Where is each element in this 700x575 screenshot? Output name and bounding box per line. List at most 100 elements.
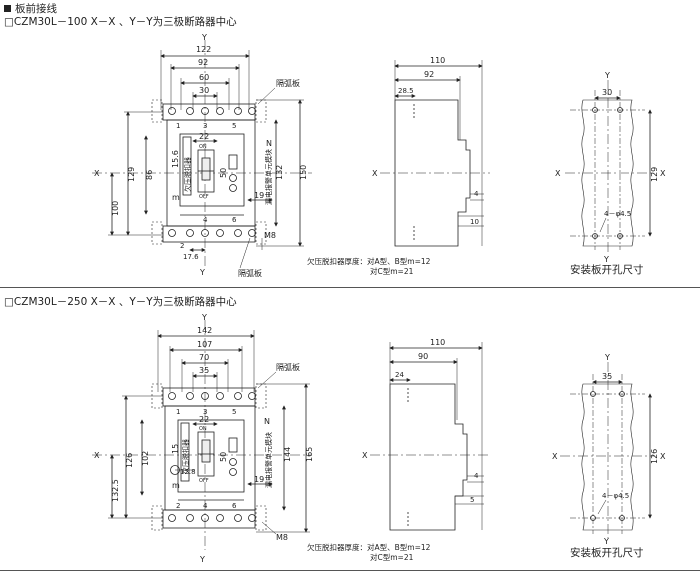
model1-group bbox=[92, 40, 655, 269]
side-dim-110-2: 110 bbox=[430, 338, 445, 347]
dim-15-6: 15.6 bbox=[171, 150, 180, 168]
mount-hole-label: 4－φ4.5 bbox=[604, 210, 631, 218]
model2-group bbox=[92, 320, 655, 550]
side-dim-4: 4 bbox=[474, 190, 479, 198]
axis-y-bottom-2: Y bbox=[199, 555, 205, 564]
model1-labels: Y 122 92 60 30 隔弧板 1 3 5 22 ON OFF N m X… bbox=[94, 33, 666, 278]
undervoltage-note-line1: 欠压脱扣器厚度：对A型、B型m=12 bbox=[307, 256, 431, 266]
side-dim-10: 10 bbox=[470, 218, 479, 226]
off-label: OFF bbox=[199, 194, 209, 200]
dim-17-6: 17.6 bbox=[183, 253, 199, 261]
dim-150: 150 bbox=[299, 165, 308, 180]
dim-132: 132 bbox=[275, 165, 284, 180]
dim-100: 100 bbox=[111, 201, 120, 216]
undervoltage-label-2: 欠压脱扣器 bbox=[181, 439, 190, 474]
on-label: ON bbox=[199, 144, 207, 150]
side-dim-92: 92 bbox=[424, 70, 434, 79]
bullet-square-icon bbox=[4, 5, 11, 12]
dim-126: 126 bbox=[125, 453, 134, 468]
m-label-2: m bbox=[172, 481, 180, 490]
dim-19-2: 19 bbox=[254, 475, 264, 484]
dim-102: 102 bbox=[141, 451, 150, 466]
dim-132-5: 132.5 bbox=[111, 479, 120, 502]
terminal-5-2: 5 bbox=[232, 408, 236, 416]
dim-30: 30 bbox=[199, 86, 209, 95]
side-dim-24: 24 bbox=[395, 371, 404, 379]
model2-top-terminals bbox=[168, 392, 256, 400]
model2-labels: Y 142 107 70 35 隔弧板 1 3 5 22 ON OFF N m … bbox=[94, 313, 666, 564]
terminal-4: 4 bbox=[203, 216, 208, 224]
section-title-text: 板前接线 bbox=[15, 3, 57, 15]
model1-side-view bbox=[380, 60, 490, 247]
dim-129: 129 bbox=[127, 167, 136, 182]
dim-122: 122 bbox=[196, 45, 211, 54]
mount-dim-30: 30 bbox=[602, 88, 612, 97]
arc-board-label-bottom: 隔弧板 bbox=[238, 268, 262, 278]
model1-front-view bbox=[92, 40, 312, 269]
section-divider bbox=[0, 287, 700, 288]
side-dim-28-5: 28.5 bbox=[398, 87, 414, 95]
m-label: m bbox=[172, 193, 180, 202]
mount-axis-y-bottom-2: Y bbox=[603, 537, 609, 546]
model1-caption: □CZM30L－100 X－X 、Y－Y为三极断路器中心 bbox=[4, 16, 237, 28]
dim-19: 19 bbox=[254, 191, 264, 200]
dim-144: 144 bbox=[283, 447, 292, 462]
arc-board-label-top-2: 隔弧板 bbox=[276, 362, 300, 372]
m8-label-2: M8 bbox=[276, 533, 288, 542]
m8-label: M8 bbox=[264, 231, 276, 240]
side-dim-4-2: 4 bbox=[474, 472, 479, 480]
axis-x-left-2: X bbox=[94, 451, 100, 460]
model2-side-view bbox=[370, 342, 490, 531]
mount-axis-x-right: X bbox=[660, 169, 666, 178]
undervoltage-note-line2: 对C型m=21 bbox=[370, 266, 414, 276]
model2-front-view bbox=[92, 320, 312, 550]
arc-board-label-top: 隔弧板 bbox=[276, 78, 300, 88]
bottom-rule bbox=[0, 570, 700, 571]
mount-dim-129: 129 bbox=[650, 167, 659, 182]
mount-caption-2: 安装板开孔尺寸 bbox=[570, 546, 644, 559]
dim-12-8: 12.8 bbox=[180, 468, 196, 476]
terminal-3: 3 bbox=[203, 122, 207, 130]
terminal-3-2: 3 bbox=[203, 408, 207, 416]
dim-15: 15 bbox=[171, 444, 180, 454]
undervoltage-note-line2-2: 对C型m=21 bbox=[370, 552, 414, 562]
mount-hole-label-2: 4－φ4.5 bbox=[602, 492, 629, 500]
terminal-1: 1 bbox=[176, 122, 180, 130]
mount-axis-y-top: Y bbox=[604, 71, 610, 80]
off-label-2: OFF bbox=[199, 478, 209, 484]
dim-86: 86 bbox=[145, 170, 154, 180]
terminal-6: 6 bbox=[232, 216, 237, 224]
model1-top-terminals bbox=[168, 107, 256, 115]
dim-22-2: 22 bbox=[199, 415, 209, 424]
n-label: N bbox=[266, 139, 272, 148]
terminal-5: 5 bbox=[232, 122, 236, 130]
model2-caption: □CZM30L－250 X－X 、Y－Y为三极断路器中心 bbox=[4, 296, 237, 308]
undervoltage-note-line1-2: 欠压脱扣器厚度：对A型、B型m=12 bbox=[307, 542, 431, 552]
dim-35: 35 bbox=[199, 366, 209, 375]
terminal-2-2: 2 bbox=[176, 502, 180, 510]
dim-70: 70 bbox=[199, 353, 209, 362]
dim-142: 142 bbox=[197, 326, 212, 335]
alarm-module-label-2: 漏电报警单元模块 bbox=[264, 432, 273, 488]
axis-y-top-1: Y bbox=[201, 33, 207, 42]
mount-axis-y-bottom: Y bbox=[603, 255, 609, 264]
model2-bottom-terminals bbox=[168, 514, 256, 522]
dim-50: 50 bbox=[219, 168, 228, 178]
alarm-module-label: 漏电报警单元模块 bbox=[264, 149, 273, 205]
side-axis-x-2: X bbox=[362, 451, 368, 460]
dim-22: 22 bbox=[199, 132, 209, 141]
dim-92: 92 bbox=[198, 58, 208, 67]
mount-axis-x-left-2: X bbox=[552, 452, 558, 461]
dim-107: 107 bbox=[197, 340, 212, 349]
model1-bottom-terminals bbox=[168, 229, 256, 237]
dim-165: 165 bbox=[305, 447, 314, 462]
side-axis-x: X bbox=[372, 169, 378, 178]
side-dim-110: 110 bbox=[430, 56, 445, 65]
mount-axis-x-left: X bbox=[555, 169, 561, 178]
mount-axis-x-right-2: X bbox=[660, 452, 666, 461]
mount-axis-y-top-2: Y bbox=[604, 353, 610, 362]
axis-x-left-1: X bbox=[94, 169, 100, 178]
terminal-4-2: 4 bbox=[203, 502, 208, 510]
